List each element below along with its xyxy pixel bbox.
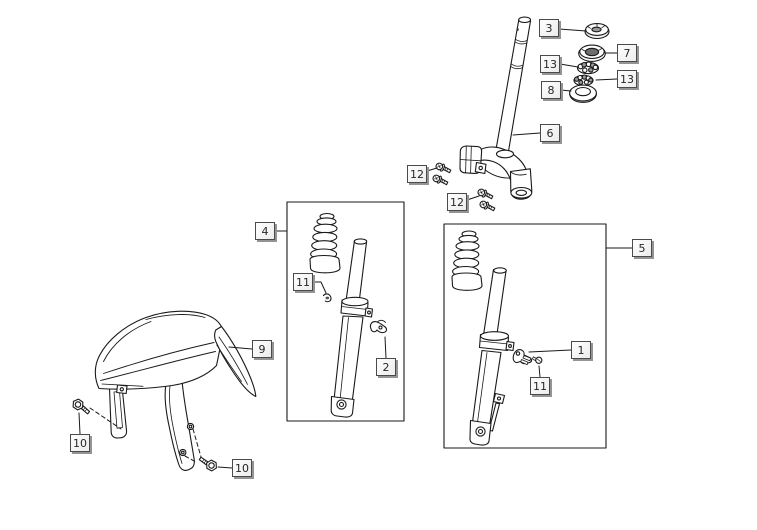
callout-ball-ring-lower[interactable]: 13 <box>617 70 637 88</box>
callout-ball-ring-upper[interactable]: 13 <box>540 55 560 73</box>
assembly-dashed-line <box>192 428 202 458</box>
callout-hose-clamp[interactable]: 2 <box>376 358 396 376</box>
steering-bearing-parts-drawing <box>569 23 610 103</box>
steering-column-drawing <box>459 16 533 200</box>
front-fender-drawing <box>94 310 257 471</box>
callout-steering-column[interactable]: 6 <box>540 124 560 142</box>
callout-leader-line <box>558 28 587 32</box>
bearing-cover-drawing <box>578 44 606 62</box>
callout-leader-line <box>217 466 233 469</box>
top-nut-drawing <box>584 23 610 40</box>
callout-hose-bracket[interactable]: 1 <box>571 341 591 359</box>
callout-steering-top-nut[interactable]: 3 <box>539 19 559 37</box>
callout-leader-line <box>228 346 253 350</box>
callout-fork-clip-left[interactable]: 11 <box>293 273 313 291</box>
dust-seal-drawing <box>569 84 597 103</box>
callout-leader-line <box>560 89 572 92</box>
callout-leader-line <box>528 349 572 353</box>
fork-clip-left-drawing <box>322 293 332 303</box>
callout-leader-line <box>426 167 438 172</box>
callout-fender-screw-right[interactable]: 10 <box>232 459 252 477</box>
callout-bearing-dust-seal[interactable]: 8 <box>541 81 561 99</box>
callout-leader-line <box>595 78 618 81</box>
callout-leader-line <box>512 132 541 136</box>
leader-lines <box>78 28 633 469</box>
callout-front-fender[interactable]: 9 <box>252 340 272 358</box>
callout-upper-bearing-cover[interactable]: 7 <box>617 44 637 62</box>
callout-fork-bolt-right[interactable]: 11 <box>530 377 550 395</box>
callout-leader-line <box>78 412 81 435</box>
callout-leader-line <box>466 195 480 201</box>
left-fork-assembly-drawing <box>286 201 405 422</box>
callout-leader-line <box>559 63 579 68</box>
hose-clamp-drawing <box>369 319 387 334</box>
assembly-dashed-line <box>184 455 197 463</box>
fork-bolt-right-drawing <box>532 356 543 364</box>
hose-bracket-drawing <box>512 349 533 365</box>
callout-leader-line <box>384 336 387 359</box>
ball-ring-upper-drawing <box>576 61 600 75</box>
callout-fork-leg-right-assembly[interactable]: 5 <box>632 239 652 257</box>
callout-fork-leg-left-assembly[interactable]: 4 <box>255 222 275 240</box>
callout-leader-line <box>538 365 541 378</box>
callout-leader-line <box>312 281 327 294</box>
assembly-dashed-line <box>89 407 122 430</box>
right-fork-assembly-drawing <box>443 223 607 449</box>
callout-clamp-screws-lower[interactable]: 12 <box>447 193 467 211</box>
callout-fender-screw-left[interactable]: 10 <box>70 434 90 452</box>
callout-clamp-screws-upper[interactable]: 12 <box>407 165 427 183</box>
